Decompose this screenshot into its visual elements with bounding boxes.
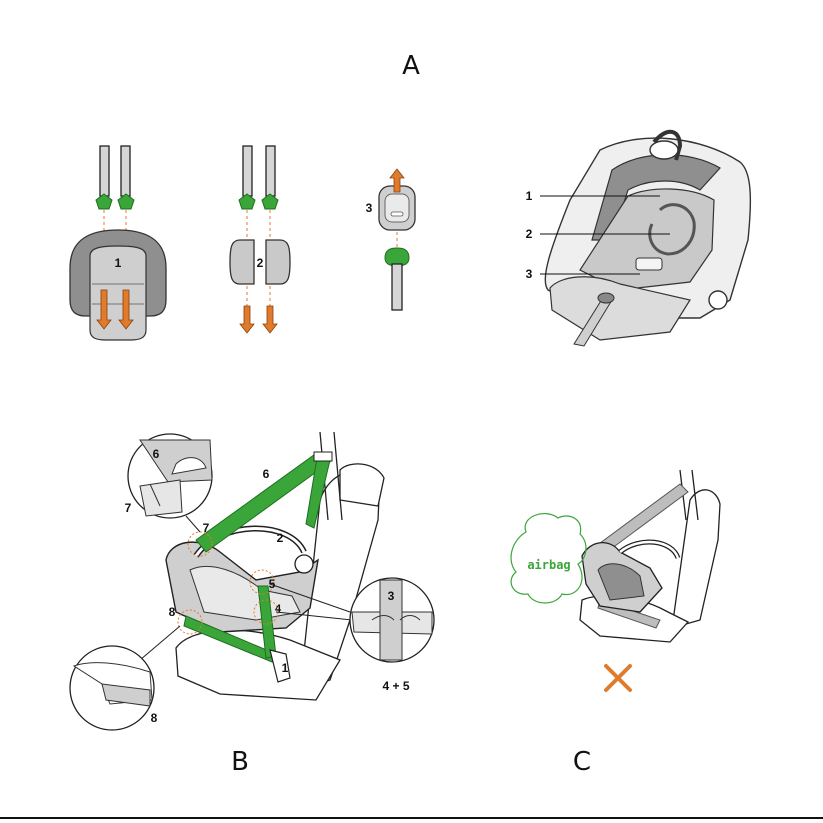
buckle-pad-label: 3 bbox=[366, 201, 373, 215]
canopy-label: 1 bbox=[115, 256, 122, 270]
detail-top-label: 7 bbox=[125, 501, 132, 515]
carrier-callout-2: 2 bbox=[526, 227, 533, 241]
belt-label-5: 5 bbox=[269, 577, 276, 591]
belt-label-4: 4 bbox=[275, 603, 282, 615]
detail-right-label: 4 + 5 bbox=[382, 679, 409, 693]
panel-a-canopy-removal: 1 bbox=[70, 146, 166, 340]
panel-a-infant-carrier: 1 2 3 bbox=[526, 132, 751, 346]
detail-circle-bottom: 8 bbox=[70, 646, 158, 730]
belt-label-6: 6 bbox=[263, 467, 270, 481]
detail-right-belt-label: 3 bbox=[388, 589, 395, 603]
cross-icon bbox=[606, 666, 630, 690]
detail-top-belt-label: 6 bbox=[153, 447, 160, 461]
panel-c-airbag-warning: airbag bbox=[511, 470, 720, 690]
detail-circle-top: 6 7 bbox=[125, 434, 212, 518]
belt-label-1: 1 bbox=[282, 661, 289, 675]
carrier-callout-1: 1 bbox=[526, 189, 533, 203]
belt-label-8: 8 bbox=[169, 605, 176, 619]
belt-label-2: 2 bbox=[277, 531, 284, 545]
side-pad-label: 2 bbox=[257, 256, 264, 270]
detail-bottom-label: 8 bbox=[151, 711, 158, 725]
carrier-callout-3: 3 bbox=[526, 267, 533, 281]
section-label-a: A bbox=[402, 51, 420, 81]
section-label-b: B bbox=[231, 747, 249, 777]
panel-a-side-pads: 2 bbox=[230, 146, 290, 333]
panel-a-buckle-pad: 3 bbox=[366, 169, 415, 310]
airbag-label: airbag bbox=[527, 558, 570, 572]
belt-label-7: 7 bbox=[203, 521, 210, 535]
section-label-c: C bbox=[573, 747, 591, 777]
detail-circle-right: 3 4 + 5 bbox=[350, 578, 434, 693]
